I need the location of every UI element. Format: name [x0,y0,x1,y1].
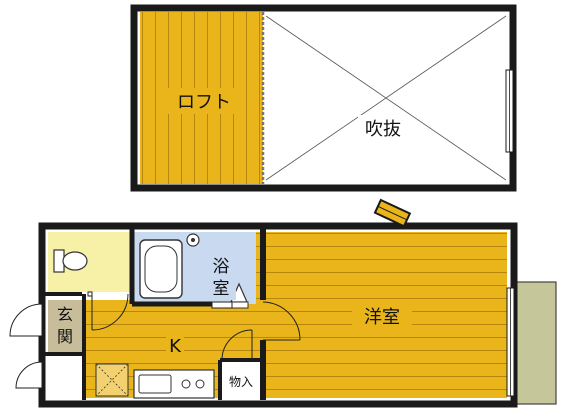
loft-level: ロフト 吹抜 [130,4,517,192]
atrium-label: 吹抜 [365,119,401,140]
door-storage [221,329,253,361]
atrium-cross-b [265,15,507,181]
door-toilet [87,291,129,331]
kitchen-label-bg [166,334,184,356]
bath-label-bg [206,250,236,300]
storage-label: 物入 [229,375,253,389]
door-room [262,301,301,341]
storage-closet [222,362,266,398]
balcony [511,281,557,405]
kitchen-label: K [169,336,182,357]
main-level: 浴 室 洋室 玄 関 K 物入 [9,198,557,408]
loft-label-bg [163,88,245,114]
western-room-label: 洋室 [364,307,400,328]
entrance-label-2: 関 [57,327,73,346]
entrance-floor [48,300,82,352]
refrigerator-space [95,363,129,397]
bathroom-label-1: 浴 [213,257,230,277]
toilet-fixture [53,249,88,273]
kitchen-counter [133,369,215,399]
shoe-cabinet [48,356,82,398]
ladder-hatch [373,198,412,228]
entrance-door [9,303,43,337]
bathtub [139,239,183,299]
bathroom-label-2: 室 [213,279,230,299]
cabinet-door [15,361,43,389]
atrium-label-bg [358,115,408,141]
room-label-bg [352,303,412,329]
door-bath [211,301,233,309]
entrance-label-1: 玄 [57,305,73,324]
loft-label: ロフト [177,92,231,113]
